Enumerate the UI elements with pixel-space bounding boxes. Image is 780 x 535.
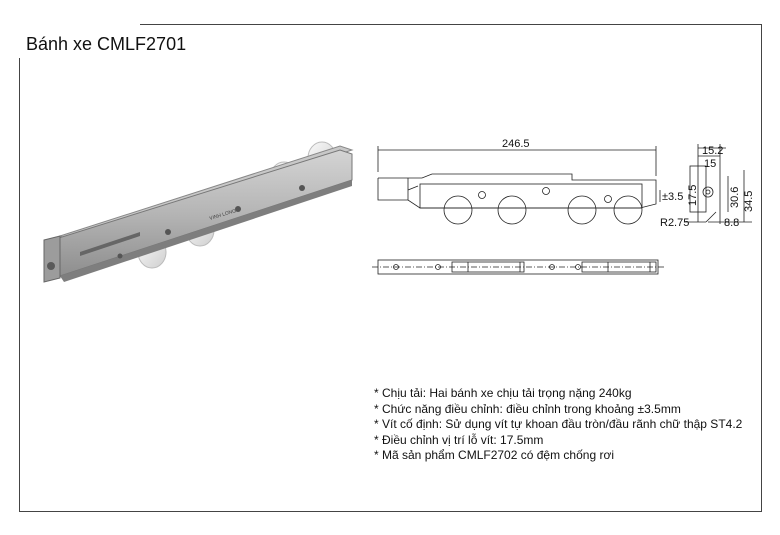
dim-adjust: ±3.5 [662, 191, 683, 203]
spec-item: * Vít cố định: Sử dụng vít tự khoan đầu … [374, 417, 743, 431]
technical-drawing: 246.5 15.2 15 17.5 30.6 34.5 ±3.5 R2.75 … [372, 138, 755, 275]
dim-length: 246.5 [502, 138, 530, 150]
product-title: Bánh xe CMLF2701 [26, 34, 187, 54]
frame-bottom-line [19, 511, 762, 512]
dim-17-5: 17.5 [687, 185, 699, 206]
spec-item: * Điều chỉnh vị trí lỗ vít: 17.5mm [374, 432, 544, 447]
dim-15-2: 15.2 [702, 145, 723, 157]
dim-radius: R2.75 [660, 217, 689, 229]
spec-list: * Chịu tải: Hai bánh xe chịu tải trọng n… [374, 386, 742, 464]
frame-top-line [140, 24, 762, 25]
dim-8-8: 8.8 [724, 217, 739, 229]
product-photo: VINH LONG [43, 141, 354, 283]
frame-left-line [19, 58, 20, 512]
spec-item: * Chức năng điều chỉnh: điều chỉnh trong… [374, 401, 681, 416]
dim-34-5: 34.5 [743, 191, 755, 212]
spec-item: * Chịu tải: Hai bánh xe chịu tải trọng n… [374, 386, 632, 400]
dim-30-6: 30.6 [729, 187, 741, 208]
dim-15: 15 [704, 158, 716, 170]
frame-right-line [761, 24, 762, 512]
spec-item: * Mã sản phẩm CMLF2702 có đệm chống rơi [374, 448, 614, 462]
